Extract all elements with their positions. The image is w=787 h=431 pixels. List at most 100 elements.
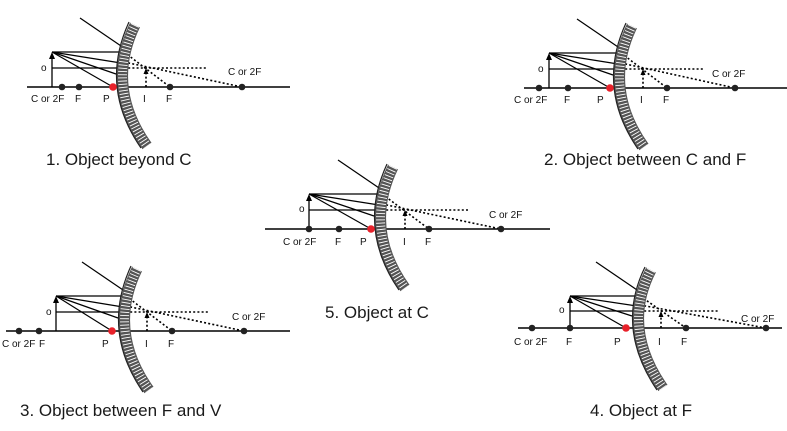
- label-f: F: [335, 237, 341, 248]
- point-c-right: [762, 324, 770, 332]
- label-image: I: [143, 94, 146, 105]
- ray-to-mirror-2: [55, 295, 124, 308]
- point-f: [564, 84, 572, 92]
- point-c-right: [240, 327, 248, 335]
- point-f: [335, 225, 343, 233]
- virtual-ray-2: [381, 203, 502, 230]
- label-image: I: [640, 95, 643, 106]
- mirror-reflecting-surface: [117, 265, 144, 393]
- point-f-right: [682, 324, 690, 332]
- ray-through-pole: [569, 295, 627, 329]
- label-image: I: [145, 339, 148, 350]
- ray-to-mirror: [548, 52, 614, 76]
- point-c-right: [731, 84, 739, 92]
- point-f: [35, 327, 43, 335]
- virtual-ray-3: [123, 51, 171, 88]
- ray-to-mirror: [308, 193, 375, 217]
- mirror-reflecting-surface: [612, 22, 639, 150]
- label-f-right: F: [681, 337, 687, 348]
- label-c: C or 2F: [514, 337, 547, 348]
- label-image: I: [658, 337, 661, 348]
- point-c: [305, 225, 313, 233]
- point-pole: [606, 84, 614, 92]
- ray-through-pole: [548, 52, 611, 89]
- mirror-hatching: [118, 23, 151, 149]
- ray-to-mirror: [569, 295, 633, 317]
- reflected-ray: [595, 261, 641, 293]
- ray-through-pole: [55, 295, 113, 332]
- panel-5-object-at-c: o C or 2F F P I F C or 2F 5. Object at C: [265, 159, 550, 322]
- reflected-ray: [337, 159, 383, 191]
- label-pole: P: [614, 337, 621, 348]
- label-object: o: [41, 63, 47, 74]
- object-arrow-head: [306, 194, 312, 201]
- label-c: C or 2F: [283, 237, 316, 248]
- label-f: F: [39, 339, 45, 350]
- point-c: [528, 324, 536, 332]
- label-c-right: C or 2F: [228, 67, 261, 78]
- virtual-ray-2: [125, 305, 245, 332]
- panel-caption: 1. Object beyond C: [46, 150, 192, 169]
- virtual-ray-3: [125, 295, 173, 332]
- label-c-right: C or 2F: [712, 69, 745, 80]
- label-f: F: [564, 95, 570, 106]
- point-c: [58, 83, 66, 91]
- ray-to-mirror-2: [308, 193, 380, 206]
- object-arrow-head: [567, 296, 573, 303]
- point-f-right: [425, 225, 433, 233]
- panel-caption: 5. Object at C: [325, 303, 429, 322]
- label-object: o: [538, 64, 544, 75]
- mirror-hatching: [120, 267, 153, 393]
- reflected-ray: [81, 261, 127, 293]
- panel-caption: 2. Object between C and F: [544, 150, 746, 169]
- panel-1-object-beyond-c: o C or 2F F P I F C or 2F 1. Object beyo…: [27, 17, 290, 169]
- panel-caption: 4. Object at F: [590, 401, 692, 420]
- point-f: [75, 83, 83, 91]
- ray-to-mirror: [55, 295, 119, 319]
- ray-to-mirror-2: [569, 295, 638, 307]
- mirror-hatching: [376, 165, 409, 291]
- label-object: o: [299, 204, 305, 215]
- label-image: I: [403, 237, 406, 248]
- label-f-right: F: [425, 237, 431, 248]
- point-pole: [622, 324, 630, 332]
- ray-to-mirror: [51, 51, 117, 75]
- mirror-hatching: [615, 24, 648, 150]
- label-f: F: [566, 337, 572, 348]
- virtual-ray-2: [620, 62, 736, 89]
- label-f-right: F: [663, 95, 669, 106]
- reflected-ray: [79, 17, 125, 49]
- virtual-ray-3: [620, 52, 668, 89]
- ray-to-mirror-2: [51, 51, 122, 64]
- point-c: [15, 327, 23, 335]
- panel-3-object-between-f-and-v: o C or 2F F P I F C or 2F 3. Object betw…: [2, 261, 290, 420]
- image-arrow-head: [143, 68, 149, 74]
- label-object: o: [559, 305, 565, 316]
- ray-to-mirror-2: [548, 52, 619, 65]
- image-arrow-head: [640, 69, 646, 75]
- ray-through-pole: [51, 51, 114, 88]
- label-object: o: [46, 307, 52, 318]
- point-f-right: [168, 327, 176, 335]
- panel-caption: 3. Object between F and V: [20, 401, 222, 420]
- label-pole: P: [360, 237, 367, 248]
- object-arrow-head: [546, 53, 552, 60]
- label-f-right: F: [166, 94, 172, 105]
- virtual-ray-3: [639, 295, 687, 329]
- mirror-reflecting-surface: [373, 163, 400, 291]
- label-c-right: C or 2F: [741, 314, 774, 325]
- object-arrow-head: [53, 296, 59, 303]
- virtual-ray-2: [639, 304, 767, 329]
- label-c-right: C or 2F: [489, 210, 522, 221]
- image-arrow-head: [144, 312, 150, 318]
- point-f-right: [663, 84, 671, 92]
- label-c-right: C or 2F: [232, 312, 265, 323]
- reflected-ray: [576, 18, 622, 50]
- virtual-ray-3: [381, 193, 430, 230]
- label-c: C or 2F: [514, 95, 547, 106]
- label-pole: P: [102, 339, 109, 350]
- mirror-reflecting-surface: [115, 21, 142, 149]
- image-arrow-head: [402, 210, 408, 216]
- point-pole: [108, 327, 116, 335]
- virtual-ray-2: [123, 61, 243, 88]
